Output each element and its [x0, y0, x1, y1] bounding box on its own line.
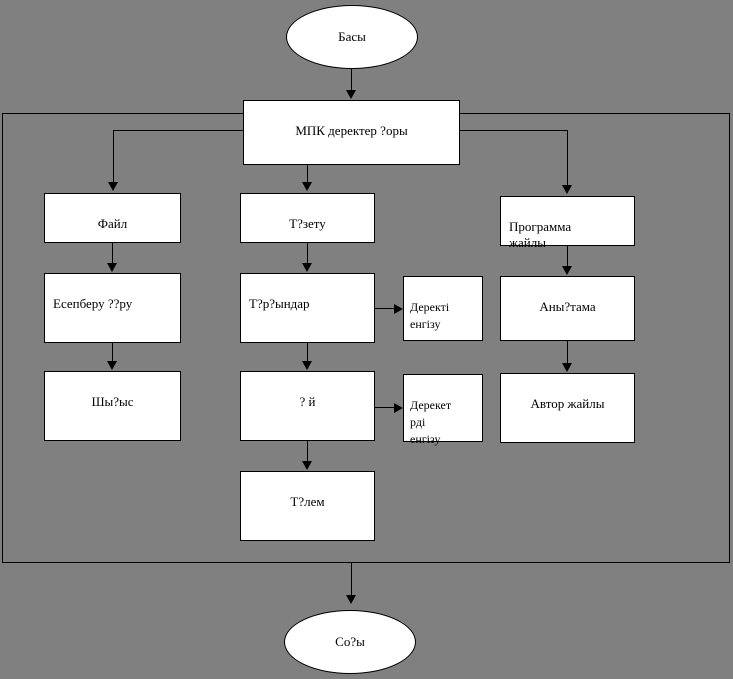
connector-db-to-file-line: [113, 130, 114, 182]
connector-tuzetu-to-turgyndar-line: [307, 243, 308, 264]
terminator-end-label: Со?ы: [335, 634, 365, 649]
node-avtor-about: Автор жайлы: [500, 373, 635, 443]
node-turgyndar: Т?р?ындар: [240, 273, 375, 343]
node-derekterdi-engizu-label: Дерекет рді енгізу: [410, 398, 452, 446]
node-anyqtama-label: Аны?тама: [539, 299, 596, 314]
connector-uy-to-derekterdi-line: [375, 407, 396, 408]
node-program-about: Программа жайлы: [500, 196, 635, 250]
terminator-start-label: Басы: [338, 29, 366, 44]
node-tolem-label: Т?лем: [290, 494, 325, 509]
node-derekterdi-engizu: Дерекет рді енгізу: [403, 374, 483, 446]
connector-program-to-anyqtama-arrow: [562, 266, 572, 275]
node-derekti-engizu-label: Деректі енгізу: [410, 300, 450, 331]
connector-db-to-tuzetu-line: [307, 165, 308, 182]
node-avtor-about-label: Автор жайлы: [530, 396, 605, 411]
node-file: Файл: [44, 193, 181, 243]
connector-start-to-db-line: [351, 69, 352, 91]
connector-db-bus-right: [459, 130, 568, 131]
node-tuzetu-label: Т?зету: [289, 216, 326, 231]
connector-esepberu-to-shygys-line: [112, 343, 113, 362]
node-uy: ? й: [240, 371, 375, 441]
connector-esepberu-to-shygys-arrow: [107, 361, 117, 370]
node-program-about-label: Программа жайлы: [509, 219, 572, 250]
node-derekti-engizu: Деректі енгізу: [403, 276, 483, 341]
connector-db-to-tuzetu-arrow: [302, 182, 312, 191]
terminator-start: Басы: [286, 5, 418, 69]
connector-db-bus-left: [113, 130, 244, 131]
connector-db-to-program-line: [567, 130, 568, 185]
node-shygys-label: Шы?ыс: [91, 394, 134, 409]
node-esepberu: Есепберу ??ру: [44, 273, 181, 343]
connector-tolem-to-end-line: [351, 563, 352, 596]
connector-program-to-anyqtama-line: [567, 246, 568, 267]
node-tuzetu: Т?зету: [240, 193, 375, 243]
connector-tuzetu-to-turgyndar-arrow: [302, 263, 312, 272]
node-turgyndar-label: Т?р?ындар: [249, 296, 310, 311]
connector-tolem-to-end-arrow: [346, 595, 356, 604]
connector-uy-to-derekterdi-arrow: [394, 403, 403, 413]
connector-uy-to-tolem-arrow: [302, 461, 312, 470]
connector-uy-to-tolem-line: [307, 441, 308, 462]
connector-turgyndar-to-derekti-line: [375, 308, 396, 309]
connector-anyqtama-to-avtor-line: [567, 341, 568, 364]
node-tolem: Т?лем: [240, 471, 375, 541]
node-anyqtama: Аны?тама: [500, 276, 635, 341]
node-database-label: МПК деректер ?оры: [295, 123, 408, 138]
connector-start-to-db-arrow: [346, 90, 356, 99]
connector-turgyndar-to-uy-arrow: [302, 361, 312, 370]
connector-turgyndar-to-derekti-arrow: [394, 304, 403, 314]
node-database: МПК деректер ?оры: [243, 100, 460, 165]
node-shygys: Шы?ыс: [44, 371, 181, 441]
connector-anyqtama-to-avtor-arrow: [562, 363, 572, 372]
connector-turgyndar-to-uy-line: [307, 343, 308, 362]
connector-file-to-esepberu-line: [112, 243, 113, 264]
node-file-label: Файл: [97, 216, 128, 231]
terminator-end: Со?ы: [284, 610, 416, 674]
node-uy-label: ? й: [299, 394, 316, 409]
node-esepberu-label: Есепберу ??ру: [53, 296, 133, 311]
connector-db-to-file-arrow: [108, 182, 118, 191]
connector-db-to-program-arrow: [562, 185, 572, 194]
connector-file-to-esepberu-arrow: [107, 263, 117, 272]
